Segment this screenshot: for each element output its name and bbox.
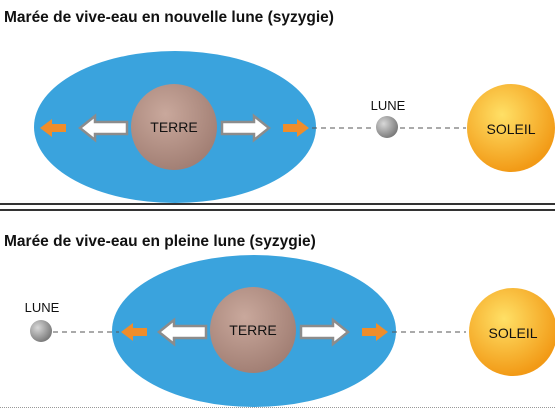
grey-arrow-right	[220, 113, 272, 143]
sun	[467, 84, 555, 172]
earth	[131, 84, 217, 170]
moon-label: LUNE	[25, 300, 60, 315]
orange-arrow-right	[283, 119, 309, 137]
moon	[376, 116, 398, 138]
earth-label: TERRE	[150, 119, 197, 135]
sun-label: SOLEIL	[486, 121, 535, 137]
earth-label: TERRE	[229, 322, 276, 338]
grey-arrow-left	[156, 317, 208, 347]
moon-label: LUNE	[371, 98, 406, 113]
full-moon-panel: Marée de vive-eau en pleine lune (syzygi…	[0, 209, 555, 407]
new-moon-panel: Marée de vive-eau en nouvelle lune (syzy…	[0, 0, 555, 205]
orange-arrow-right	[362, 323, 388, 341]
moon	[30, 320, 52, 342]
grey-arrow-right	[299, 317, 351, 347]
earth	[210, 287, 296, 373]
sun-label: SOLEIL	[488, 325, 537, 341]
orange-arrow-left	[40, 119, 66, 137]
panel-title: Marée de vive-eau en pleine lune (syzygi…	[4, 233, 316, 250]
full-moon-diagram: TERRE LUNE SOLEIL	[25, 255, 555, 407]
orange-arrow-left	[121, 323, 147, 341]
grey-arrow-left	[77, 113, 129, 143]
new-moon-diagram: TERRE LUNE SOLEIL	[34, 51, 555, 203]
panel-title: Marée de vive-eau en nouvelle lune (syzy…	[4, 9, 334, 26]
sun	[469, 288, 555, 376]
bottom-divider	[0, 407, 555, 408]
